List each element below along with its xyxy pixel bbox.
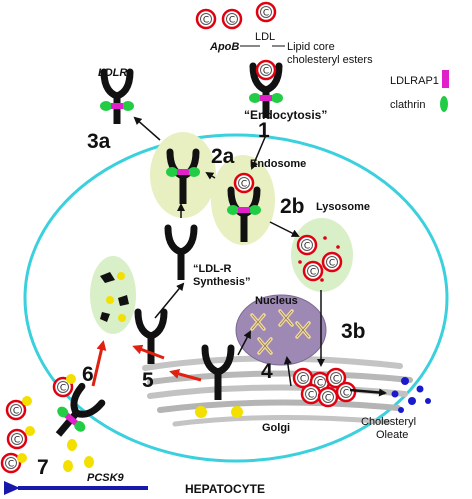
nucleus-label: Nucleus xyxy=(255,295,298,307)
pcsk9-in-golgi xyxy=(195,406,243,418)
step-6: 6 xyxy=(82,363,94,386)
ldlr-synthesis-label-1: “LDL-R xyxy=(193,263,232,275)
extracellular-ldl-pcsk9 xyxy=(0,396,94,474)
endocytosis-label: “Endocytosis” xyxy=(244,108,327,122)
step-3a: 3a xyxy=(87,130,111,153)
ldl-particles-extracellular xyxy=(195,1,277,30)
ldl-label: LDL xyxy=(255,31,275,43)
legend-ldlrap1-label: LDLRAP1 xyxy=(390,75,439,87)
lipid-core-label: Lipid core xyxy=(287,41,335,53)
endosome-vesicle-2b xyxy=(211,155,275,245)
pcsk9-label: PCSK9 xyxy=(87,472,125,484)
lysosome xyxy=(291,218,353,292)
step-1: 1 xyxy=(258,119,270,142)
pcsk9-degradation-vesicle xyxy=(90,256,136,334)
cholesteryl-oleate-dots xyxy=(391,377,431,413)
legend-ldlrap1-swatch xyxy=(442,70,449,88)
ldlr-label: LDLR xyxy=(98,67,127,79)
apob-label: ApoB xyxy=(209,41,239,53)
pcsk9-red-arrows xyxy=(91,340,202,387)
cholesteryl-label: Cholesteryl xyxy=(361,416,416,428)
cell-membrane xyxy=(23,133,449,463)
golgi-label: Golgi xyxy=(262,422,290,434)
ldlr-synthesis-label-2: Synthesis” xyxy=(193,276,250,288)
legend-clathrin-label: clathrin xyxy=(390,99,425,111)
ldlr-synthesized-receptor xyxy=(168,228,194,280)
step-7: 7 xyxy=(37,456,49,479)
pathway-arrows xyxy=(133,116,387,397)
step-2b: 2b xyxy=(280,195,305,218)
step-2a: 2a xyxy=(211,145,235,168)
step-3b: 3b xyxy=(341,320,366,343)
hepatocyte-label: HEPATOCYTE xyxy=(185,482,265,496)
legend: LDLRAP1 clathrin xyxy=(390,70,449,112)
step-4: 4 xyxy=(261,360,273,383)
ldlr-recycled-receptor xyxy=(100,72,134,124)
step-5: 5 xyxy=(142,369,154,392)
nucleus xyxy=(235,294,327,366)
oleate-label: Oleate xyxy=(376,429,408,441)
pcsk9-bound-ldlr xyxy=(45,374,104,445)
legend-clathrin-swatch xyxy=(440,96,448,112)
cholesteryl-esters-label: cholesteryl esters xyxy=(287,54,373,66)
endosome-label: Endosome xyxy=(250,158,306,170)
lysosome-label: Lysosome xyxy=(316,201,370,213)
